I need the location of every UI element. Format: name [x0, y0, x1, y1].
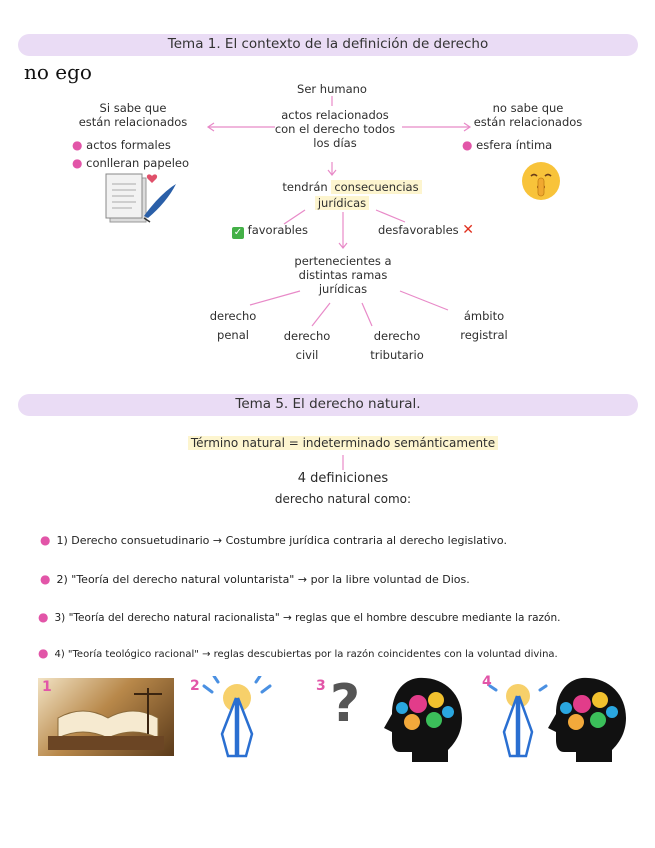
defs-count: 4 definiciones [253, 471, 433, 486]
favorable-label: favorables [248, 223, 308, 237]
document-quill-icon [104, 172, 180, 224]
tema1-title: Tema 1. El contexto de la definición de … [18, 36, 638, 52]
image-number-3: 3 [316, 678, 326, 694]
consequences: tendrán consecuencias [262, 180, 442, 194]
handwritten-note: no ego [24, 60, 92, 84]
unfavorable-label: desfavorables [378, 223, 459, 237]
praying-hands-icon [200, 676, 274, 762]
cross-mark-icon: ✕ [462, 222, 474, 238]
center-block: actos relacionados con el derecho todos … [265, 108, 405, 150]
branches-line: jurídicas [278, 282, 408, 296]
right-head-line: no sabe que [458, 101, 598, 115]
question-mark-icon: ? [330, 674, 360, 734]
image-number-2: 2 [190, 678, 200, 694]
branches-intro: pertenecientes a distintas ramas jurídic… [278, 254, 408, 296]
unfavorable-item: desfavorables ✕ [378, 223, 474, 237]
praying-hands-icon [488, 676, 548, 762]
definition-item-4: ●4) "Teoría teológico racional" → reglas… [38, 646, 558, 660]
favorable-item: ✓ favorables [232, 223, 308, 239]
right-head-line: están relacionados [458, 115, 598, 129]
defs-sub: derecho natural como: [238, 492, 448, 506]
check-mark-icon: ✓ [232, 227, 244, 239]
left-bullet: ● actos formales [72, 138, 171, 152]
left-head-line: están relacionados [68, 115, 198, 129]
consequences-line2: jurídicas [292, 196, 392, 210]
definition-item-2: ●2) "Teoría del derecho natural voluntar… [40, 572, 470, 586]
gears-head-icon [378, 672, 468, 764]
definition-item-3: ●3) "Teoría del derecho natural racional… [38, 610, 560, 624]
right-bullet: ● esfera íntima [462, 138, 552, 152]
center-top: Ser humano [282, 82, 382, 96]
left-head-line: Si sabe que [68, 101, 198, 115]
gears-head-icon [542, 672, 632, 764]
center-line: con el derecho todos [265, 122, 405, 136]
tema1-banner: Tema 1. El contexto de la definición de … [18, 34, 638, 56]
center-line: los días [265, 136, 405, 150]
term-line: Término natural = indeterminado semántic… [150, 436, 536, 450]
image-number-1: 1 [42, 679, 52, 695]
tema5-banner: Tema 5. El derecho natural. [18, 394, 638, 416]
branches-line: distintas ramas [278, 268, 408, 282]
left-bullet: ● conlleran papeleo [72, 156, 189, 170]
tema5-title: Tema 5. El derecho natural. [18, 396, 638, 412]
branches-line: pertenecientes a [278, 254, 408, 268]
left-head: Si sabe que están relacionados [68, 101, 198, 129]
shushing-face-icon [520, 160, 562, 202]
center-line: actos relacionados [265, 108, 405, 122]
definition-item-1: ●1) Derecho consuetudinario → Costumbre … [40, 533, 507, 547]
right-head: no sabe que están relacionados [458, 101, 598, 129]
books-scale-photo [38, 678, 174, 756]
